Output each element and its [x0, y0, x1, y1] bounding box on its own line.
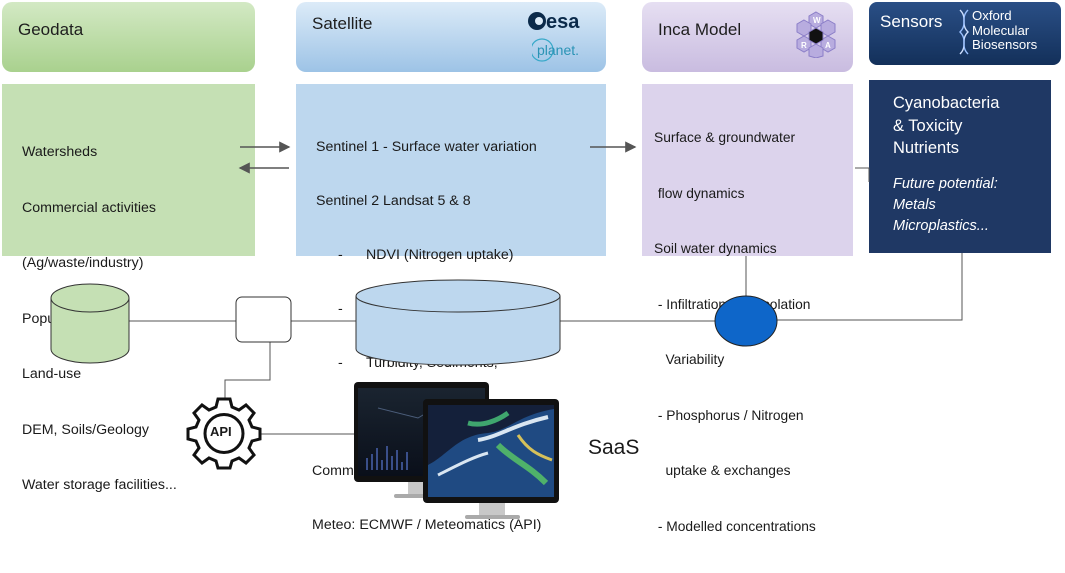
sensors-future-line: Future potential:: [893, 175, 998, 192]
front-monitor: [423, 399, 560, 521]
geodata-list: Watersheds Commercial activities (Ag/was…: [22, 106, 255, 532]
oxford-logo-line: Molecular: [972, 22, 1030, 38]
sensors-future-line: Microplastics...: [893, 217, 989, 234]
sensors-main: Cyanobacteria & Toxicity Nutrients: [893, 92, 1051, 160]
inca-item: - Phosphorus / Nitrogen: [654, 407, 804, 423]
api-gear-icon[interactable]: API: [186, 396, 262, 470]
planet-logo: planet.: [530, 36, 592, 64]
sensors-future-line: Metals: [893, 196, 936, 213]
sensors-future: Future potential: Metals Microplastics..…: [893, 174, 1051, 237]
inca-logo-w: W: [813, 16, 821, 25]
inca-item: Soil water dynamics: [654, 241, 777, 256]
satellite-subitem: - NDVI (Nitrogen uptake): [316, 246, 606, 264]
sensors-header: Sensors Oxford Molecular Biosensors: [869, 2, 1061, 65]
api-label: API: [210, 424, 232, 439]
inca-logo-a: A: [825, 41, 831, 50]
satellite-box: Sentinel 1 - Surface water variation Sen…: [296, 84, 606, 533]
inca-box: Surface & groundwater flow dynamics Soil…: [642, 84, 853, 534]
satellite-header: Satellite esa planet.: [296, 2, 606, 72]
connector-inca-sensors: [855, 167, 870, 182]
esa-logo-text: esa: [546, 11, 580, 33]
satellite-subitem-text: Chlorophyll-a / Cyanobacteria: [366, 301, 553, 317]
sensors-main-line: & Toxicity: [893, 116, 963, 135]
inca-item: Variability: [654, 352, 725, 367]
planet-logo-text: planet.: [537, 42, 579, 58]
satellite-subitem-text: NDVI (Nitrogen uptake): [366, 247, 514, 263]
inca-item: flow dynamics: [654, 185, 745, 201]
inca-item: Surface & groundwater: [654, 130, 796, 145]
esa-logo: esa: [526, 8, 594, 33]
satellite-title: Satellite: [312, 14, 373, 33]
satellite-subitem-text: Turbidity, Sediments,: [366, 355, 498, 371]
geodata-header: Geodata: [2, 2, 255, 72]
inca-header: Inca Model W R A: [642, 2, 853, 72]
sensors-box: Cyanobacteria & Toxicity Nutrients Futur…: [869, 80, 1051, 253]
geodata-item: Commercial activities: [22, 199, 157, 216]
geodata-box: Watersheds Commercial activities (Ag/was…: [2, 84, 255, 493]
geodata-item: (Ag/waste/industry): [22, 255, 144, 271]
geodata-item: Watersheds: [22, 144, 98, 160]
dna-icon: [958, 8, 970, 56]
sensors-title: Sensors: [880, 12, 943, 31]
front-monitor-screen: [428, 405, 554, 497]
inca-list: Surface & groundwater flow dynamics Soil…: [654, 92, 853, 573]
geodata-item: Land-use: [22, 366, 82, 382]
saas-label: SaaS: [588, 436, 640, 459]
inca-item: - Infiltration & percolation: [654, 296, 811, 312]
inca-hex-logo: W R A: [792, 8, 840, 59]
geodata-item: DEM, Soils/Geology: [22, 421, 149, 438]
satellite-item: Sentinel 2 Landsat 5 & 8: [316, 193, 471, 209]
inca-logo-r: R: [801, 41, 807, 50]
bullet-dash: -: [338, 247, 343, 263]
inca-title: Inca Model: [658, 20, 742, 39]
geodata-item: Water storage facilities...: [22, 477, 177, 493]
satellite-subitem: - Turbidity, Sediments,: [316, 354, 606, 372]
oxford-logo-line: Biosensors: [972, 37, 1038, 52]
satellite-subitem: - Chlorophyll-a / Cyanobacteria: [316, 300, 606, 318]
oxford-logo-text: Oxford Molecular Biosensors: [972, 8, 1038, 53]
satellite-item: Sentinel 1 - Surface water variation: [316, 139, 537, 155]
sensors-main-line: Nutrients: [893, 139, 960, 157]
geodata-title: Geodata: [18, 20, 84, 39]
oxford-logo-line: Oxford: [972, 8, 1012, 23]
bullet-dash: -: [338, 301, 343, 317]
geodata-item: Population data: [22, 310, 121, 327]
inca-item: - Modelled concentrations: [654, 518, 816, 534]
inca-item: uptake & exchanges: [654, 463, 791, 478]
sensors-main-line: Cyanobacteria: [893, 94, 1000, 112]
bullet-dash: -: [338, 355, 343, 371]
